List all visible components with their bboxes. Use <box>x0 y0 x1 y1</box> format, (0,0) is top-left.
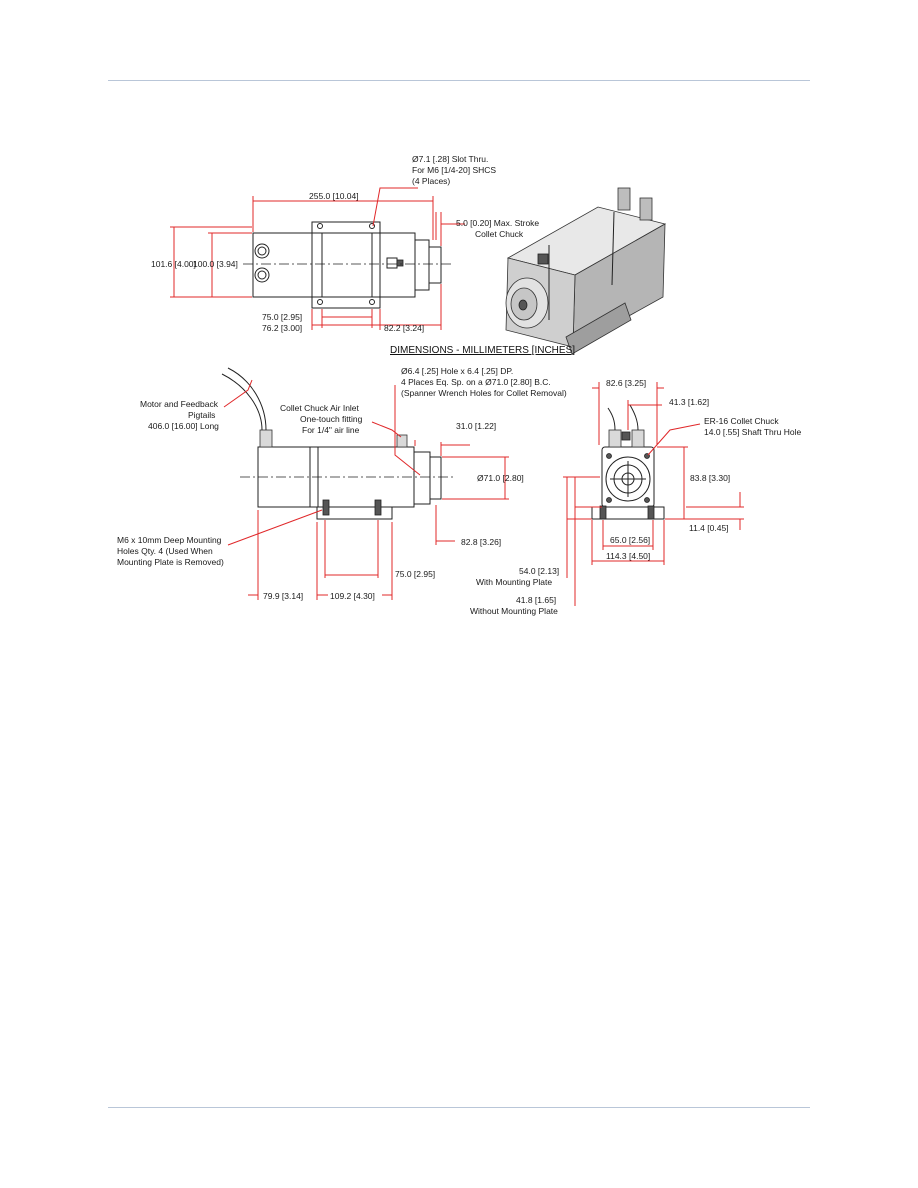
side-view-air-inlet <box>396 434 408 448</box>
motor-note-3: 406.0 [16.00] Long <box>148 421 219 431</box>
end-view-mount-plate <box>591 506 665 520</box>
with-plate-1: 54.0 [2.13] <box>519 566 559 576</box>
side-view-pigtails <box>221 367 267 431</box>
dim-83-8: 83.8 [3.30] <box>690 473 730 483</box>
er16-note-2: 14.0 [.55] Shaft Thru Hole <box>704 427 801 437</box>
dim-65-0: 65.0 [2.56] <box>610 535 650 545</box>
dim-31-0: 31.0 [1.22] <box>456 421 496 431</box>
iso-pigtail-2 <box>639 197 653 221</box>
without-plate-1: 41.8 [1.65] <box>516 595 556 605</box>
m6-note-3: Mounting Plate is Removed) <box>117 557 224 567</box>
dim-100-0: 100.0 [3.94] <box>193 259 238 269</box>
side-view <box>221 367 509 600</box>
stroke-note-2: Collet Chuck <box>475 229 524 239</box>
dim-82-2: 82.2 [3.24] <box>384 323 424 333</box>
dim-71-0: Ø71.0 [2.80] <box>477 473 524 483</box>
side-view-collet <box>429 456 442 500</box>
drawing-title: DIMENSIONS - MILLIMETERS [INCHES] <box>390 345 575 356</box>
top-view-mount-plate <box>311 221 381 309</box>
dim-76-2: 76.2 [3.00] <box>262 323 302 333</box>
stroke-note-1: 5.0 [0.20] Max. Stroke <box>456 218 539 228</box>
dim-101-6: 101.6 [4.00] <box>151 259 196 269</box>
hole-note-1: Ø6.4 [.25] Hole x 6.4 [.25] DP. <box>401 366 513 376</box>
dim-41-3: 41.3 [1.62] <box>669 397 709 407</box>
dim-75-top: 75.0 [2.95] <box>262 312 302 322</box>
with-plate-2: With Mounting Plate <box>476 577 552 587</box>
top-view <box>170 187 465 330</box>
slot-note-line-2: For M6 [1/4-20] SHCS <box>412 165 496 175</box>
pigtail-port-lower <box>254 267 270 283</box>
dim-82-6: 82.6 [3.25] <box>606 378 646 388</box>
dim-114-3: 114.3 [4.50] <box>606 551 650 561</box>
isometric-view <box>505 187 667 355</box>
m6-note-2: Holes Qty. 4 (Used When <box>117 546 213 556</box>
air-note-1: Collet Chuck Air Inlet <box>280 403 360 413</box>
without-plate-2: Without Mounting Plate <box>470 606 558 616</box>
air-note-2: One-touch fitting <box>300 414 363 424</box>
er16-note-1: ER-16 Collet Chuck <box>704 416 779 426</box>
slot-note-line-3: (4 Places) <box>412 176 450 186</box>
slot-note-line-1: Ø7.1 [.28] Slot Thru. <box>412 154 488 164</box>
iso-pigtail-1 <box>617 187 631 211</box>
motor-note-1: Motor and Feedback <box>140 399 219 409</box>
motor-note-2: Pigtails <box>188 410 215 420</box>
end-view <box>563 382 744 606</box>
pigtail-port-upper <box>254 243 270 259</box>
footer-rule <box>108 1107 810 1108</box>
labels: Ø7.1 [.28] Slot Thru. For M6 [1/4-20] SH… <box>117 154 801 616</box>
top-view-body <box>252 232 416 298</box>
dim-79-9: 79.9 [3.14] <box>263 591 303 601</box>
dim-75-side: 75.0 [2.95] <box>395 569 435 579</box>
end-view-collet <box>605 456 651 502</box>
m6-note-1: M6 x 10mm Deep Mounting <box>117 535 222 545</box>
top-view-collet <box>428 246 442 284</box>
air-note-3: For 1/4" air line <box>302 425 360 435</box>
hole-note-3: (Spanner Wrench Holes for Collet Removal… <box>401 388 567 398</box>
dim-82-8: 82.8 [3.26] <box>461 537 501 547</box>
dim-11-4: 11.4 [0.45] <box>689 523 729 533</box>
header-rule <box>108 80 810 81</box>
dim-255: 255.0 [10.04] <box>309 191 359 201</box>
hole-note-2: 4 Places Eq. Sp. on a Ø71.0 [2.80] B.C. <box>401 377 551 387</box>
dim-109-2: 109.2 [4.30] <box>330 591 375 601</box>
side-view-mount-plate <box>316 506 393 520</box>
